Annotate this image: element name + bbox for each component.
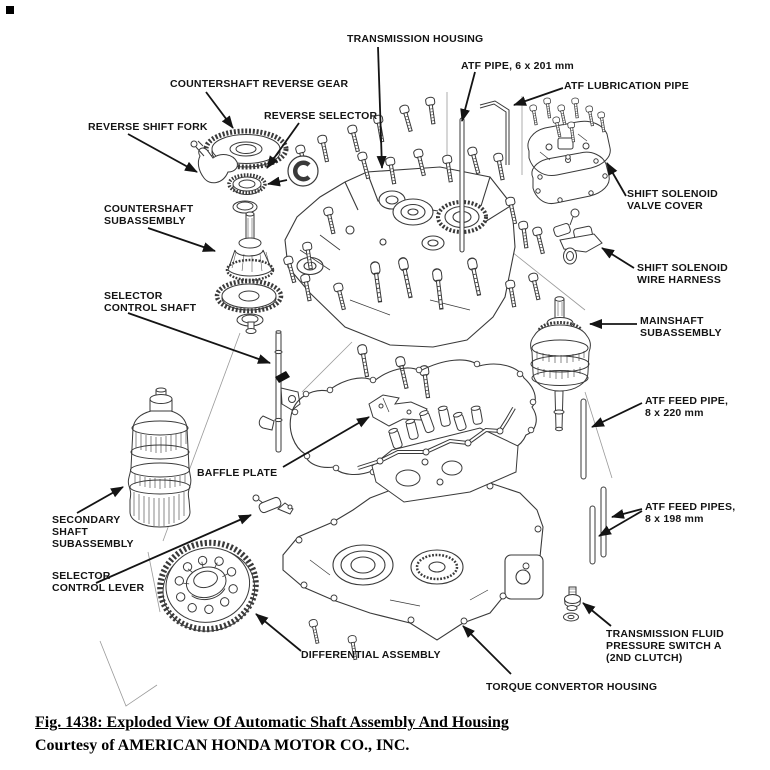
figure-caption-title: Fig. 1438: Exploded View Of Automatic Sh…	[35, 714, 509, 731]
valve-body-part	[371, 405, 519, 503]
atf-lubrication-pipe-part	[479, 100, 510, 165]
leader-arrows	[76, 46, 643, 675]
label-countershaft-reverse-gear: COUNTERSHAFT REVERSE GEAR	[170, 78, 349, 90]
label-baffle-plate: BAFFLE PLATE	[197, 467, 278, 479]
label-secondary-shaft-subassembly: SECONDARY SHAFT SUBASSEMBLY	[52, 514, 134, 550]
label-torque-convertor-housing: TORQUE CONVERTOR HOUSING	[486, 681, 658, 693]
atf-feed-pipes-198-part	[589, 486, 607, 565]
lower-pipe-part	[357, 406, 516, 470]
label-shift-solenoid-wire-harness: SHIFT SOLENOID WIRE HARNESS	[637, 262, 728, 286]
label-reverse-selector: REVERSE SELECTOR	[264, 110, 378, 122]
label-differential-assembly: DIFFERENTIAL ASSEMBLY	[301, 649, 441, 661]
baffle-plate-part	[368, 394, 428, 427]
label-atf-pipe: ATF PIPE, 6 x 201 mm	[461, 60, 574, 72]
label-selector-control-shaft: SELECTOR CONTROL SHAFT	[104, 290, 197, 314]
mainshaft-subassembly-part	[530, 296, 591, 432]
label-countershaft-subassembly: COUNTERSHAFT SUBASSEMBLY	[104, 203, 194, 227]
figure-caption-courtesy: Courtesy of AMERICAN HONDA MOTOR CO., IN…	[35, 737, 410, 754]
label-selector-control-lever: SELECTOR CONTROL LEVER	[52, 570, 145, 594]
label-transmission-fluid-pressure-switch: TRANSMISSION FLUID PRESSURE SWITCH A (2N…	[606, 628, 724, 664]
label-atf-lubrication-pipe: ATF LUBRICATION PIPE	[564, 80, 689, 92]
label-mainshaft-subassembly: MAINSHAFT SUBASSEMBLY	[640, 315, 722, 339]
label-shift-solenoid-valve-cover: SHIFT SOLENOID VALVE COVER	[627, 188, 718, 212]
secondary-shaft-subassembly-part	[127, 387, 192, 528]
figure-caption: Fig. 1438: Exploded View Of Automatic Sh…	[35, 711, 509, 757]
pressure-switch-part	[563, 586, 581, 622]
scan-artifact-square	[6, 6, 14, 14]
transmission-housing-part	[284, 166, 516, 348]
label-atf-feed-pipe-220: ATF FEED PIPE, 8 x 220 mm	[645, 395, 729, 419]
shift-solenoid-wire-harness-part	[553, 208, 603, 265]
selector-control-shaft-part	[258, 330, 301, 453]
reverse-shift-fork-part	[190, 140, 238, 184]
atf-pipe-part	[459, 117, 465, 253]
label-reverse-shift-fork: REVERSE SHIFT FORK	[88, 121, 208, 133]
differential-assembly-part	[157, 539, 259, 633]
countershaft-subassembly-part	[214, 211, 284, 334]
snap-ring-detail-circle	[287, 155, 319, 187]
torque-convertor-housing-part	[282, 476, 544, 641]
atf-feed-pipe-220-part	[580, 398, 587, 480]
label-transmission-housing: TRANSMISSION HOUSING	[347, 33, 484, 45]
shift-solenoid-valve-cover-part	[527, 120, 611, 205]
label-atf-feed-pipes-198: ATF FEED PIPES, 8 x 198 mm	[645, 501, 736, 525]
reverse-selector-part	[227, 173, 267, 214]
selector-control-lever-part	[252, 494, 294, 515]
